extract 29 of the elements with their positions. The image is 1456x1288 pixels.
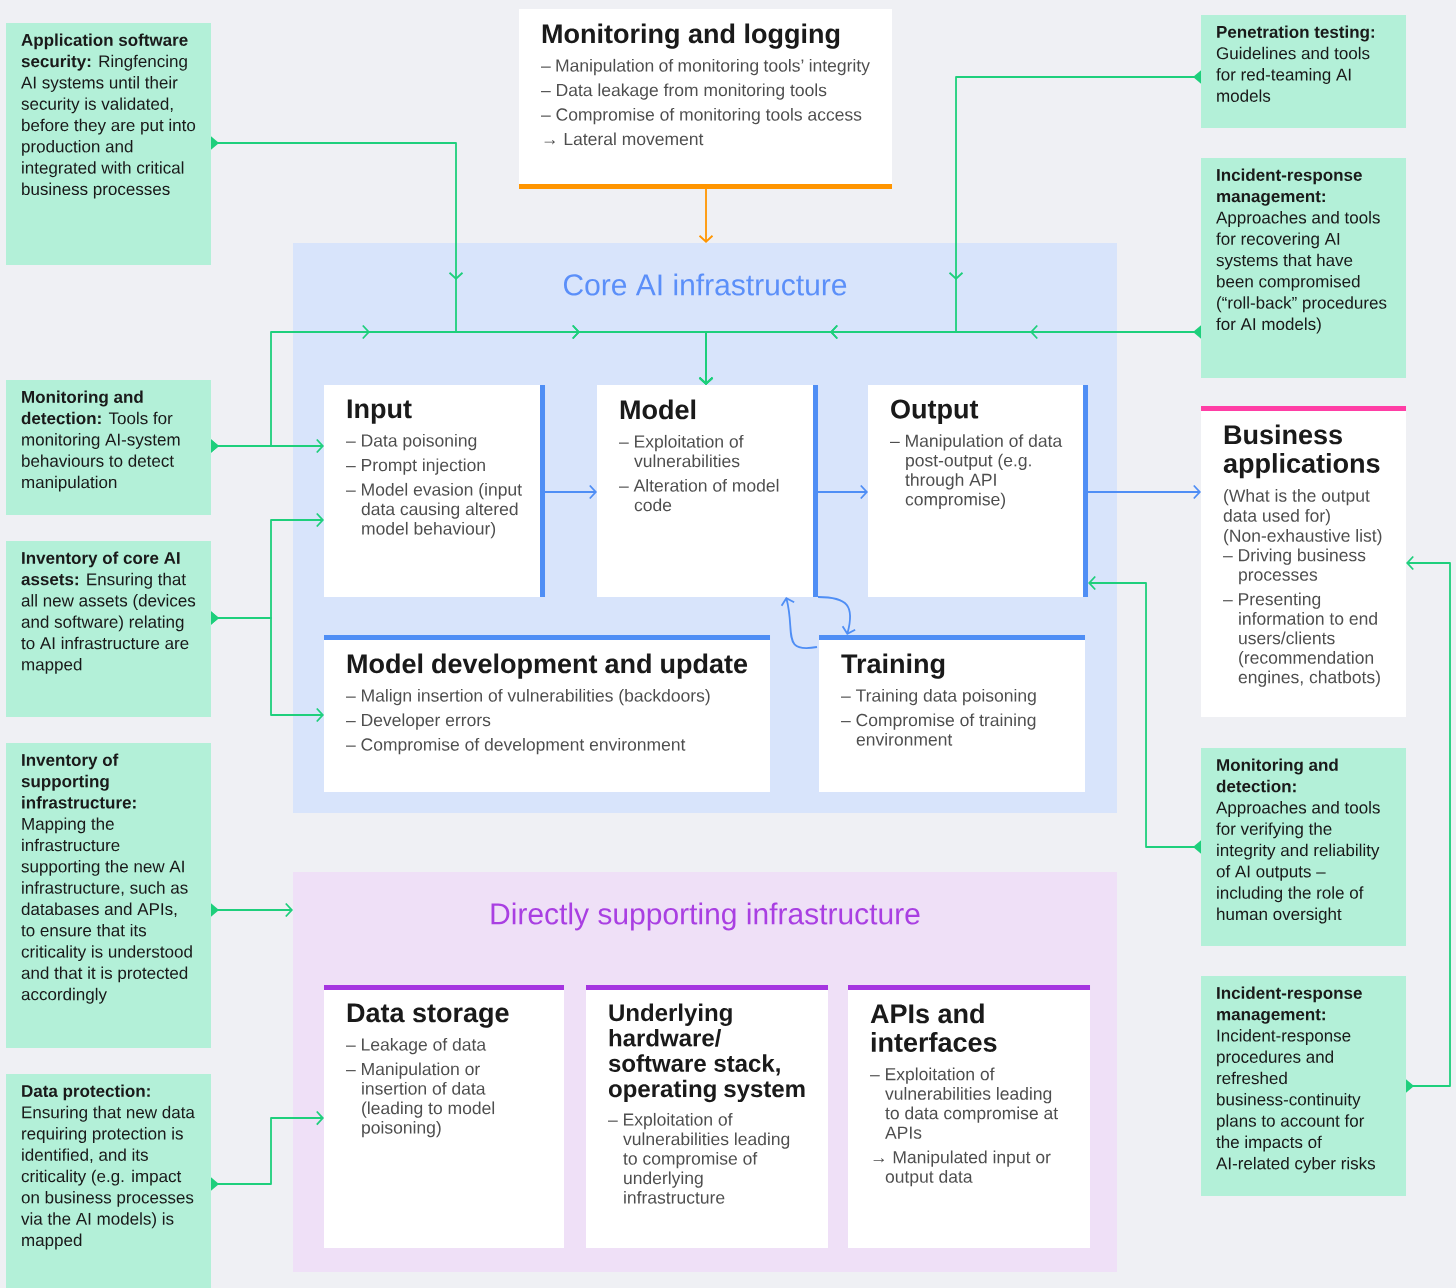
connector-arrow: [817, 484, 868, 500]
connector-arrow: [1087, 484, 1201, 500]
component-box: Model – Exploitation of vulnerabilities – Alteration of model code: [597, 385, 818, 597]
component-box: APIs and interfaces – Exploitation of vulnerabilities leading to data compromise at APIs → Manipulated input or output data: [848, 985, 1090, 1248]
connector-arrow: [1406, 555, 1451, 1093]
component-box: Underlying hardware/ software stack, operating system – Exploitation of vulnerabilities leading to compromise of underlying infrastructure: [586, 985, 828, 1248]
measure-box: Inventory of core AI assets: Ensuring that all new assets (devices and software) relating to AI infrastructure are mapped: [6, 541, 211, 717]
measure-box: Monitoring and detection: Tools for monitoring AI-system behaviours to detect manipulation: [6, 380, 211, 515]
measure-box: Monitoring and detection: Approaches and tools for verifying the integrity and reliability of AI outputs – including the role of human oversight: [1201, 748, 1406, 946]
connector-arrow: [211, 902, 293, 918]
component-box: Model development and update – Malign insertion of vulnerabilities (backdoors) – Developer errors – Compromise of development environment: [324, 635, 770, 792]
component-box: Output – Manipulation of data post-output (e.g. through API compromise): [868, 385, 1088, 597]
connector-arrow: [817, 596, 857, 635]
measure-box: Incident-response management: Incident-response procedures and refreshed business-continuity plans to account for the impacts of AI-related cyber risks: [1201, 976, 1406, 1196]
measure-box: Data protection: Ensuring that new data requiring protection is identified, and its criticality (e.g. impact on business processes via the AI models) is mapped: [6, 1074, 211, 1288]
connector-arrow: [211, 438, 324, 454]
connector-arrow: [211, 1110, 324, 1191]
connector-arrow: [780, 597, 818, 649]
measure-box: Application software security: Ringfencing AI systems until their security is validated, before they are put into production and integrated with critical business processes: [6, 23, 211, 265]
component-box: Monitoring and logging – Manipulation of monitoring tools’ integrity – Data leakage from monitoring tools – Compromise of monitoring tools access → Lateral movement: [519, 9, 892, 189]
component-box: Data storage – Leakage of data – Manipulation or insertion of data (leading to model poisoning): [324, 985, 564, 1248]
measure-box: Incident-response management: Approaches and tools for recovering AI systems that have been compromised (“roll-back” procedures for AI models): [1201, 158, 1406, 378]
measure-box: Inventory of supporting infrastructure: Mapping the infrastructure supporting the new AI infrastructure, such as databases and APIs, to ensure that its criticality is understood and that it is protected accordingly: [6, 743, 211, 1048]
connector-arrow: [698, 188, 714, 243]
component-box: Business applications (What is the output data used for) (Non-exhaustive list) – Driving business processes – Presenting information to end users/clients (recommendation engines, chatbots): [1201, 406, 1406, 717]
connector-arrow: [544, 484, 597, 500]
component-box: Training – Training data poisoning – Compromise of training environment: [819, 635, 1085, 792]
component-box: Input – Data poisoning – Prompt injection – Model evasion (input data causing altered model behaviour): [324, 385, 545, 597]
measure-box: Penetration testing: Guidelines and tools for red-teaming AI models: [1201, 15, 1406, 128]
